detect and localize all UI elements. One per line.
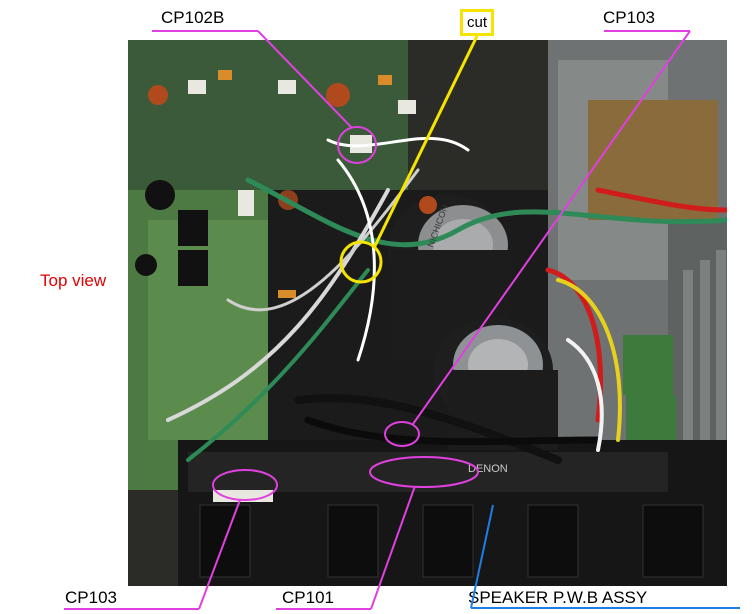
label-cp101: CP101 [282,588,334,607]
cp101-circle [369,456,479,488]
label-top-view: Top view [40,271,107,290]
cp101-leader [370,485,416,610]
label-cp103-bottom: CP103 [65,588,117,607]
cp102b-leader [257,30,353,129]
speaker-leader [470,504,494,609]
cut-circle [339,240,383,284]
cut-leader [372,33,480,249]
label-cp102b: CP102B [161,8,225,27]
label-speaker-pwb-assy: SPEAKER P.W.B ASSY [468,588,648,607]
cp103-bottom-leader [198,499,241,610]
cp103-bottom-circle [212,469,278,501]
label-cp103-top: CP103 [603,8,655,27]
cp103-top-circle [384,421,420,447]
circuit-board-illustration: DENON NICHICON [128,40,727,586]
cp103-top-leader [412,30,691,425]
circuit-board-photo: DENON NICHICON [128,40,727,586]
cp102b-circle [337,126,377,164]
